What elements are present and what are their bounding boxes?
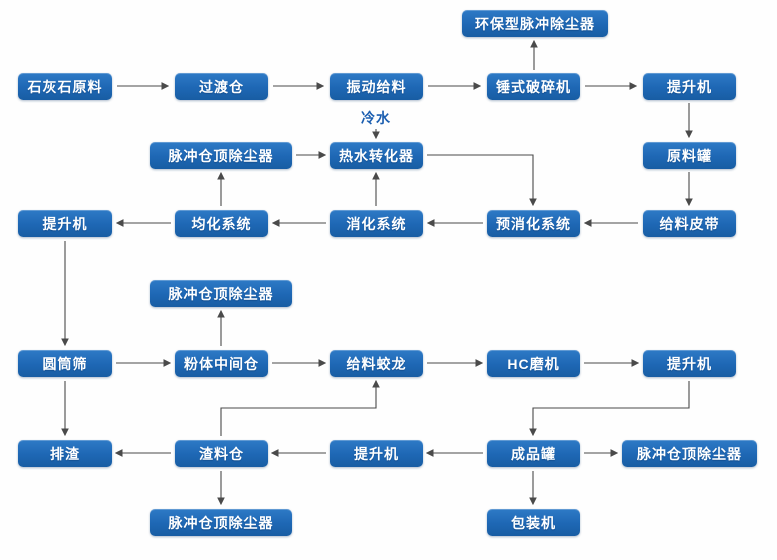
node-bucket-elevator-2: 提升机	[18, 210, 112, 237]
node-hot-water-converter: 热水转化器	[330, 142, 423, 169]
node-vibrating-feeder: 振动给料	[330, 73, 423, 100]
node-raw-material-tank: 原料罐	[643, 142, 736, 169]
node-silo-top-pulse-dust-collector-4: 脉冲仓顶除尘器	[150, 509, 292, 536]
node-digestion-system: 消化系统	[330, 210, 423, 237]
node-feeding-belt: 给料皮带	[643, 210, 736, 237]
node-powder-intermediate-bin: 粉体中间仓	[175, 350, 268, 377]
node-homogenizing-system: 均化系统	[175, 210, 268, 237]
node-silo-top-pulse-dust-collector-1: 脉冲仓顶除尘器	[150, 142, 292, 169]
edge-slag-bin-to-screw-conveyor	[220, 379, 380, 436]
flow-label-cold-water: 冷水	[361, 110, 391, 126]
node-slag-discharge: 排渣	[18, 440, 112, 467]
edge-group	[61, 39, 693, 506]
node-hammer-crusher: 锤式破碎机	[487, 73, 580, 100]
node-rotary-drum-screen: 圆筒筛	[18, 350, 112, 377]
node-bucket-elevator-3: 提升机	[643, 350, 736, 377]
node-pre-digestion-system: 预消化系统	[487, 210, 580, 237]
node-slag-bin: 渣料仓	[175, 440, 268, 467]
node-hc-mill: HC磨机	[487, 350, 580, 377]
edge-hot-water-converter-to-pre-digestion	[427, 154, 537, 207]
node-packing-machine: 包装机	[487, 509, 580, 536]
node-limestone-raw-material: 石灰石原料	[18, 73, 112, 100]
node-silo-top-pulse-dust-collector-3: 脉冲仓顶除尘器	[622, 440, 757, 467]
node-transition-bin: 过渡仓	[175, 73, 268, 100]
node-bucket-elevator-1: 提升机	[643, 73, 736, 100]
node-finished-product-tank: 成品罐	[487, 440, 580, 467]
node-silo-top-pulse-dust-collector-2: 脉冲仓顶除尘器	[150, 280, 292, 307]
node-feeding-screw-conveyor: 给料蛟龙	[330, 350, 423, 377]
node-eco-pulse-dust-collector: 环保型脉冲除尘器	[462, 10, 608, 37]
node-bucket-elevator-4: 提升机	[330, 440, 423, 467]
edge-elevator-3-to-finished-product-tank	[529, 381, 690, 437]
